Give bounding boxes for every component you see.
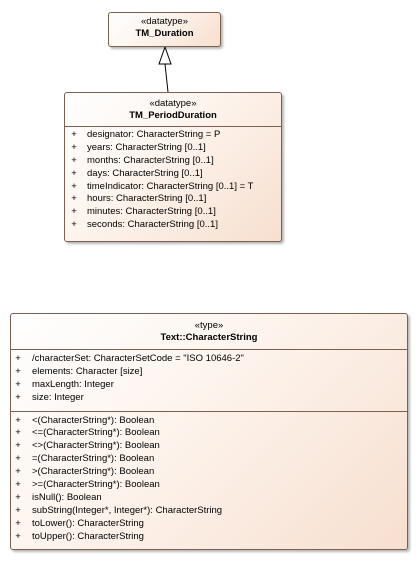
attribute-row[interactable]: + days: CharacterString [0..1] — [65, 168, 281, 181]
visibility-marker: + — [15, 365, 21, 377]
visibility-marker: + — [71, 219, 77, 231]
operation-text: toUpper(): CharacterString — [32, 530, 144, 542]
operation-row[interactable]: + >(CharacterString*): Boolean — [11, 466, 407, 479]
visibility-marker: + — [71, 141, 77, 153]
class-character-string[interactable]: «type» Text::CharacterString + /character… — [10, 313, 408, 550]
generalization-line — [164, 63, 169, 93]
operation-row[interactable]: + toLower(): CharacterString — [11, 518, 407, 531]
attribute-text: days: CharacterString [0..1] — [87, 167, 203, 179]
operation-text: <=(CharacterString*): Boolean — [32, 427, 160, 439]
operations-compartment: + <(CharacterString*): Boolean + <=(Charac… — [11, 410, 407, 544]
class-header: «type» Text::CharacterString — [11, 314, 407, 349]
operation-row[interactable]: + isNull(): Boolean — [11, 492, 407, 505]
operation-row[interactable]: + toUpper(): CharacterString — [11, 531, 407, 544]
visibility-marker: + — [71, 206, 77, 218]
attribute-row[interactable]: + months: CharacterString [0..1] — [65, 155, 281, 168]
attribute-text: /characterSet: CharacterSetCode = "ISO 1… — [32, 353, 244, 364]
class-name: Text::CharacterString — [160, 332, 258, 343]
attribute-row[interactable]: + seconds: CharacterString [0..1] — [65, 219, 281, 232]
visibility-marker: + — [15, 466, 21, 478]
operation-text: >=(CharacterString*): Boolean — [32, 479, 160, 491]
attribute-text: seconds: CharacterString [0..1] — [87, 219, 218, 231]
operation-row[interactable]: + >=(CharacterString*): Boolean — [11, 479, 407, 492]
attribute-text: designator: CharacterString = P — [87, 129, 221, 140]
operation-row[interactable]: + <>(CharacterString*): Boolean — [11, 440, 407, 453]
operation-row[interactable]: + <(CharacterString*): Boolean — [11, 415, 407, 428]
attribute-text: maxLength: Integer — [32, 378, 114, 390]
visibility-marker: + — [71, 129, 77, 140]
attribute-text: timeIndicator: CharacterString [0..1] = … — [87, 180, 254, 192]
visibility-marker: + — [15, 414, 21, 426]
visibility-marker: + — [71, 193, 77, 205]
attribute-text: elements: Character [size] — [32, 365, 143, 377]
attribute-row[interactable]: + elements: Character [size] — [11, 366, 407, 379]
visibility-marker: + — [15, 491, 21, 503]
operation-text: <>(CharacterString*): Boolean — [32, 440, 160, 452]
attributes-compartment: + designator: CharacterString = P + years:… — [65, 126, 281, 232]
visibility-marker: + — [15, 517, 21, 529]
attribute-row[interactable]: + maxLength: Integer — [11, 379, 407, 392]
attribute-row[interactable]: + size: Integer — [11, 392, 407, 405]
stereotype-label: «type» — [194, 320, 224, 331]
attribute-row[interactable]: + timeIndicator: CharacterString [0..1] =… — [65, 181, 281, 194]
class-name: TM_PeriodDuration — [129, 110, 217, 121]
visibility-marker: + — [15, 427, 21, 439]
class-name: TM_Duration — [135, 28, 194, 39]
visibility-marker: + — [15, 530, 21, 542]
visibility-marker: + — [15, 391, 21, 403]
class-tm-duration[interactable]: «datatype» TM_Duration — [108, 12, 221, 47]
operation-row[interactable]: + =(CharacterString*): Boolean — [11, 453, 407, 466]
attribute-text: hours: CharacterString [0..1] — [87, 193, 207, 205]
attribute-text: months: CharacterString [0..1] — [87, 154, 214, 166]
visibility-marker: + — [15, 440, 21, 452]
visibility-marker: + — [15, 378, 21, 390]
visibility-marker: + — [71, 180, 77, 192]
attribute-text: years: CharacterString [0..1] — [87, 141, 206, 153]
operation-text: =(CharacterString*): Boolean — [32, 453, 155, 465]
attribute-row[interactable]: + designator: CharacterString = P — [65, 129, 281, 142]
class-tm-period-duration[interactable]: «datatype» TM_PeriodDuration + designator… — [64, 92, 282, 242]
operation-row[interactable]: + subString(Integer*, Integer*): Characte… — [11, 505, 407, 518]
generalization-arrowhead — [158, 45, 172, 65]
operation-text: <(CharacterString*): Boolean — [32, 414, 155, 426]
visibility-marker: + — [15, 353, 21, 364]
operation-text: toLower(): CharacterString — [32, 517, 144, 529]
attribute-row[interactable]: + hours: CharacterString [0..1] — [65, 193, 281, 206]
attributes-compartment: + /characterSet: CharacterSetCode = "ISO … — [11, 349, 407, 405]
visibility-marker: + — [15, 453, 21, 465]
stereotype-label: «datatype» — [140, 16, 188, 27]
attribute-row[interactable]: + /characterSet: CharacterSetCode = "ISO … — [11, 353, 407, 366]
operation-text: subString(Integer*, Integer*): Character… — [32, 504, 223, 516]
attribute-row[interactable]: + years: CharacterString [0..1] — [65, 142, 281, 155]
visibility-marker: + — [71, 167, 77, 179]
visibility-marker: + — [15, 479, 21, 491]
operation-text: isNull(): Boolean — [32, 491, 102, 503]
attribute-text: minutes: CharacterString [0..1] — [87, 206, 216, 218]
operation-text: >(CharacterString*): Boolean — [32, 466, 155, 478]
class-header: «datatype» TM_PeriodDuration — [65, 93, 281, 126]
visibility-marker: + — [71, 154, 77, 166]
stereotype-label: «datatype» — [149, 98, 197, 109]
attribute-text: size: Integer — [32, 391, 84, 403]
operation-row[interactable]: + <=(CharacterString*): Boolean — [11, 427, 407, 440]
class-header: «datatype» TM_Duration — [109, 13, 220, 40]
visibility-marker: + — [15, 504, 21, 516]
attribute-row[interactable]: + minutes: CharacterString [0..1] — [65, 206, 281, 219]
